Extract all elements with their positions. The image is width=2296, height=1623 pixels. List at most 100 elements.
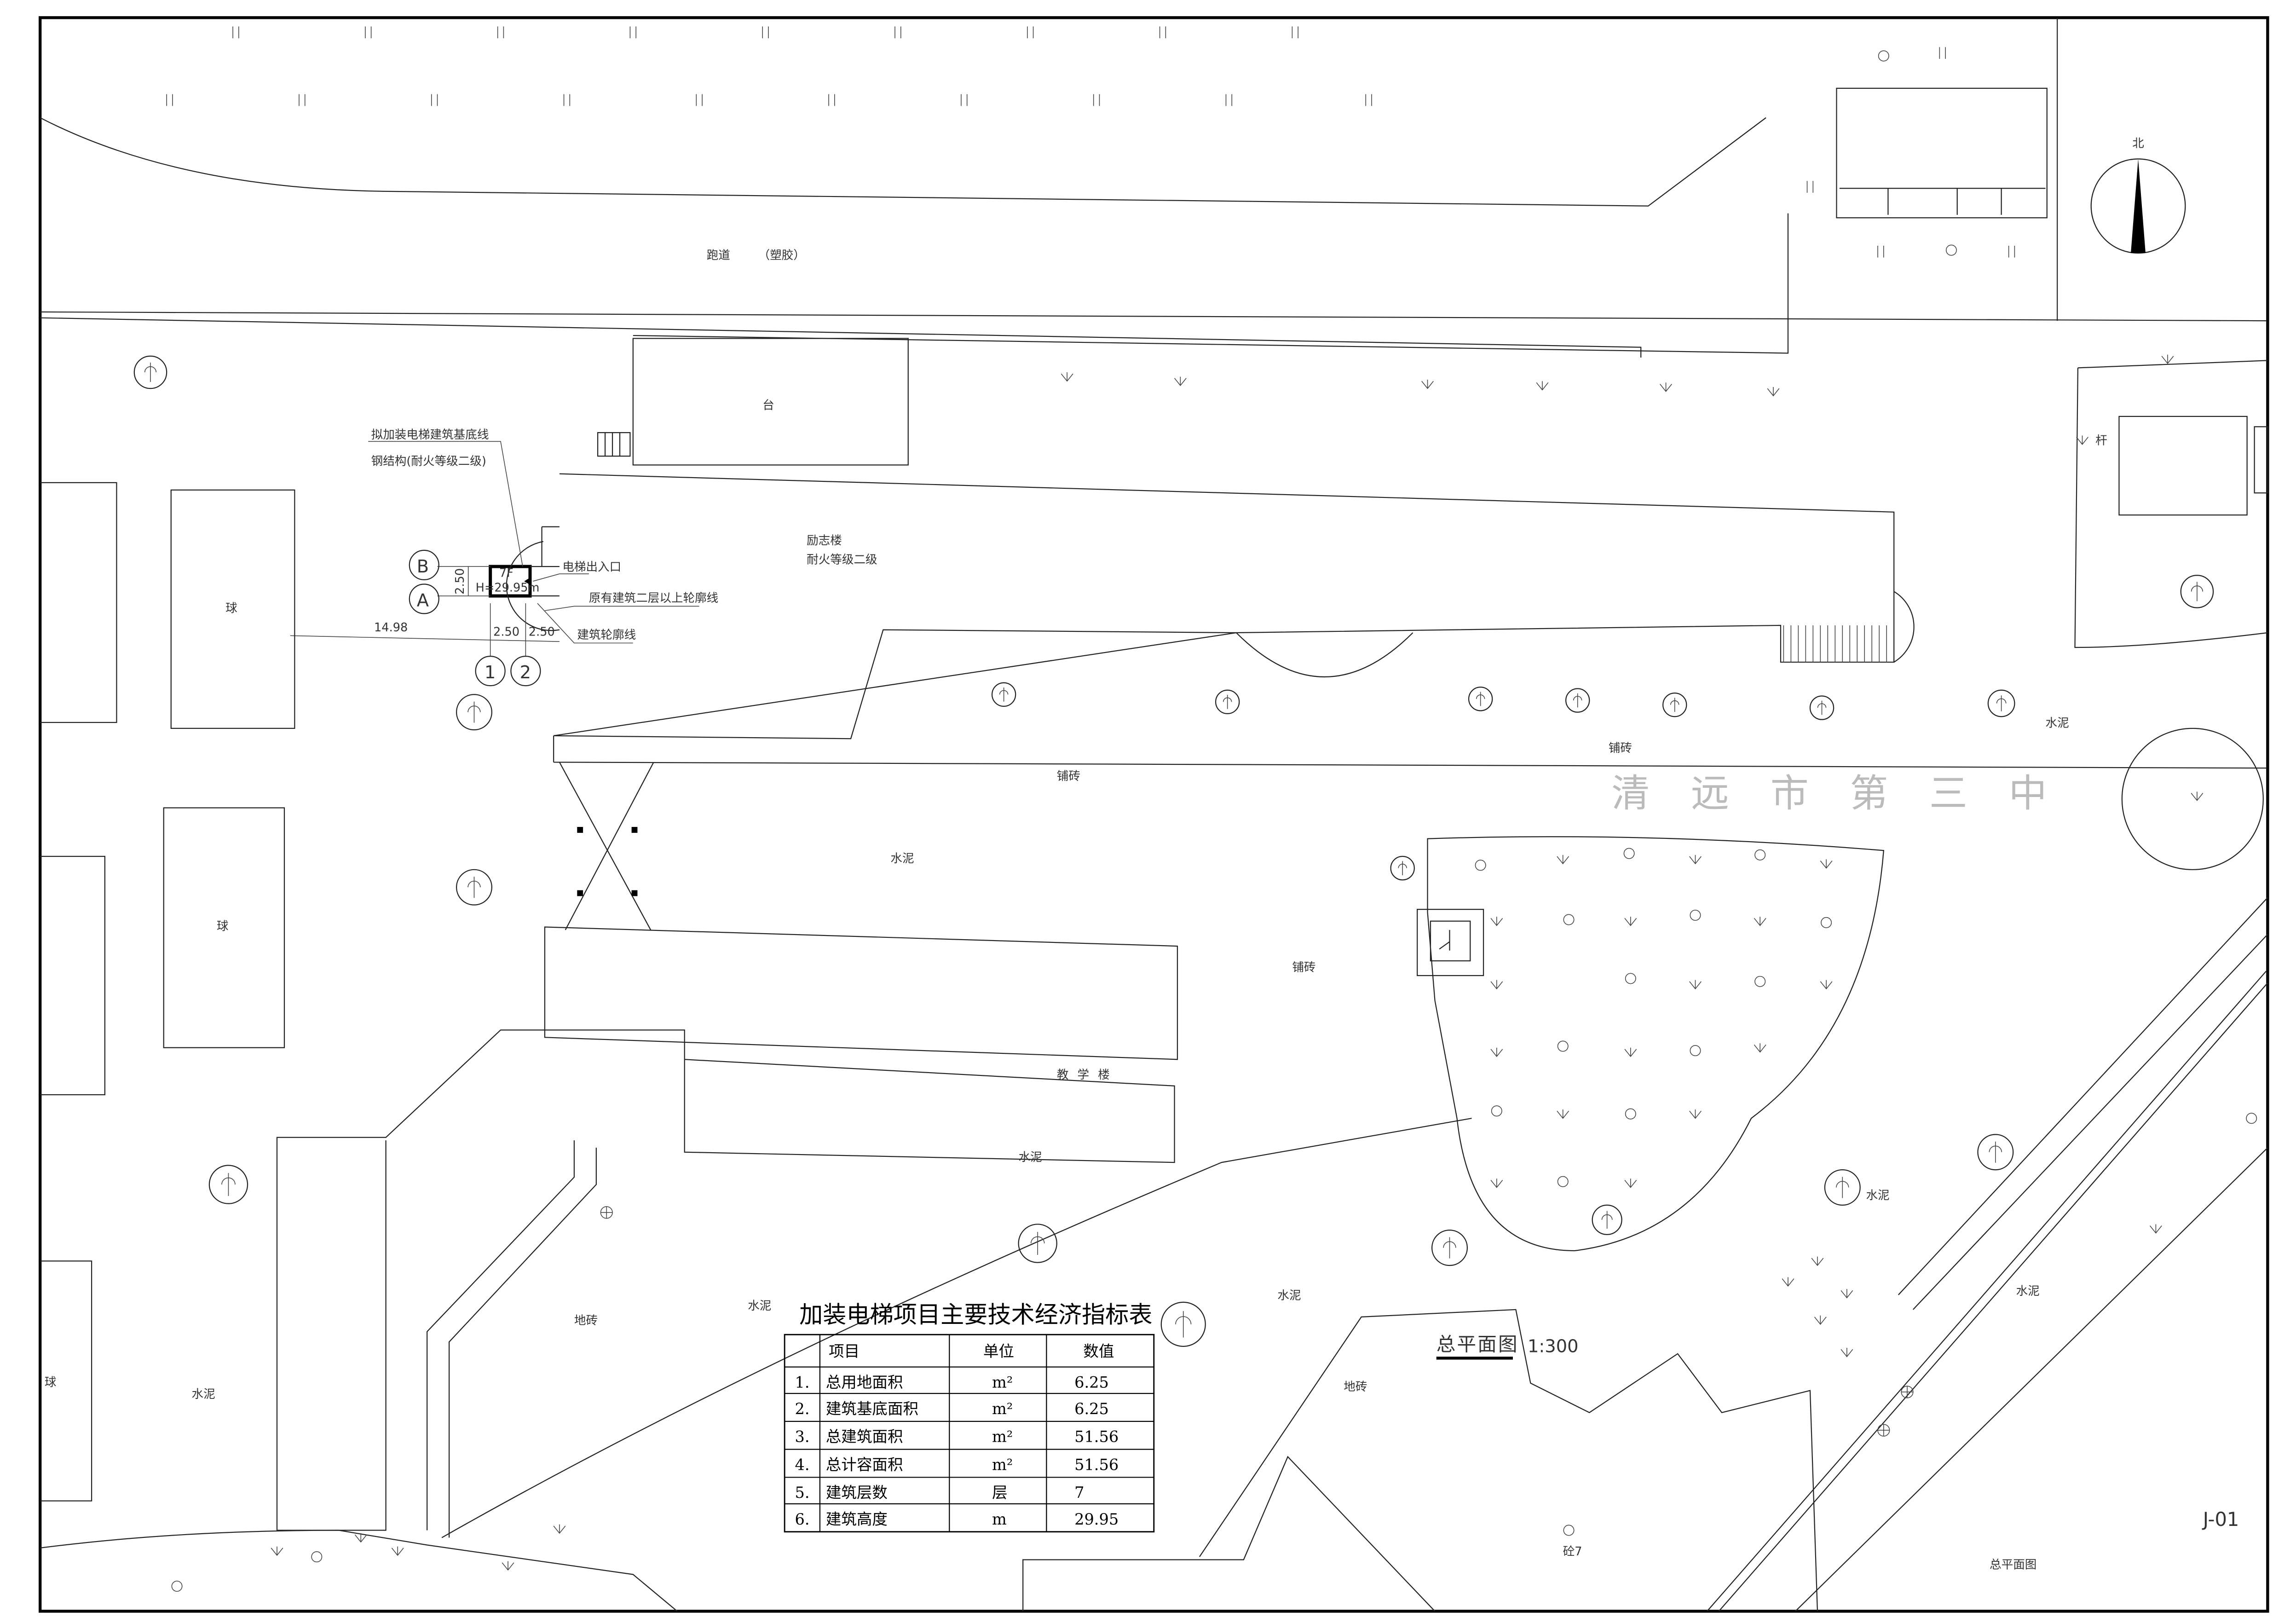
lane-mark bbox=[1027, 26, 1034, 39]
cement-label: 水泥 bbox=[890, 852, 914, 866]
tree-icon bbox=[1468, 687, 1493, 711]
marker-circle bbox=[1475, 860, 1486, 871]
round-planter bbox=[2121, 728, 2264, 870]
north-arrow: 北 bbox=[2090, 137, 2186, 254]
cement-label-6: 水泥 bbox=[1277, 1289, 1301, 1303]
sheet-border bbox=[38, 16, 2269, 1613]
court-label-3: 球 bbox=[45, 1375, 57, 1389]
main-building-outline bbox=[553, 473, 1895, 739]
table-cell-item: 建筑基底面积 bbox=[826, 1400, 918, 1418]
marker-circle bbox=[1945, 244, 1957, 256]
court-label: 球 bbox=[225, 601, 237, 615]
marker-circle bbox=[1625, 973, 1636, 984]
tree-icon bbox=[1592, 1204, 1622, 1235]
main-building-fire-rating: 耐火等级二级 bbox=[807, 553, 877, 567]
table-cell-value: 29.95 bbox=[1074, 1510, 1119, 1528]
paving-label: 铺砖 bbox=[1057, 769, 1080, 783]
shrub-icon bbox=[2191, 791, 2204, 801]
lane-mark bbox=[1365, 94, 1372, 106]
table-cell-unit: m² bbox=[992, 1456, 1013, 1473]
marker-circle bbox=[1557, 1040, 1569, 1052]
tree-symbol bbox=[1670, 698, 1679, 712]
lane-mark bbox=[629, 26, 637, 39]
shrub-icon bbox=[2161, 354, 2174, 364]
north-label: 北 bbox=[2132, 137, 2144, 150]
tree-symbol bbox=[221, 1173, 236, 1196]
table-header: 单位 bbox=[983, 1342, 1014, 1360]
shrub-icon bbox=[1689, 1109, 1702, 1119]
dim-h2: 2.50 bbox=[529, 625, 555, 639]
table-cell-item: 总计容面积 bbox=[826, 1456, 903, 1473]
shrub-icon bbox=[271, 1546, 283, 1556]
shrub-icon bbox=[1624, 1178, 1637, 1188]
axis-2[interactable]: 2 bbox=[520, 662, 531, 683]
tree-symbol bbox=[1836, 1177, 1849, 1198]
tree-icon bbox=[456, 869, 492, 906]
shrub-icon bbox=[1767, 387, 1780, 397]
hydrant-cross bbox=[1878, 1424, 1890, 1436]
tree-icon bbox=[1987, 689, 2015, 717]
lane-mark bbox=[828, 94, 835, 106]
lane-mark bbox=[1806, 181, 1814, 193]
lane-mark bbox=[497, 26, 504, 39]
shrub-icon bbox=[354, 1533, 367, 1543]
tree-symbol bbox=[1398, 861, 1407, 875]
shrub-icon bbox=[1820, 980, 1833, 990]
table-cell-item: 总用地面积 bbox=[826, 1373, 903, 1391]
tree-icon bbox=[1977, 1134, 2014, 1171]
shrub-icon bbox=[502, 1561, 514, 1571]
paving-label-2: 铺砖 bbox=[1292, 960, 1315, 974]
tree-symbol bbox=[1030, 1232, 1045, 1255]
table-cell-item: 总建筑面积 bbox=[826, 1428, 903, 1446]
tree-symbol bbox=[1989, 1141, 2002, 1163]
lane-mark bbox=[762, 26, 769, 39]
shrub-icon bbox=[1490, 1178, 1503, 1188]
marker-circle bbox=[2246, 1113, 2257, 1124]
hydrant-cross bbox=[1901, 1386, 1913, 1398]
tree-icon bbox=[1390, 855, 1415, 881]
table-cell-value: 6.25 bbox=[1074, 1400, 1109, 1418]
cement-label-8: 水泥 bbox=[748, 1299, 771, 1313]
platform-label: 台 bbox=[762, 399, 774, 412]
tree-symbol bbox=[999, 687, 1009, 702]
shrub-icon bbox=[553, 1524, 566, 1534]
dim-vertical: 2.50 bbox=[453, 568, 467, 595]
axis-1[interactable]: 1 bbox=[485, 662, 496, 683]
axis-b[interactable]: B bbox=[417, 556, 429, 577]
lane-mark bbox=[431, 94, 438, 106]
running-track bbox=[40, 17, 2267, 358]
shrub-icon bbox=[1061, 372, 1073, 382]
shrub-icon bbox=[1840, 1289, 1853, 1299]
hydrant-cross bbox=[600, 1207, 613, 1219]
tree-icon bbox=[991, 682, 1016, 707]
table-cell-no: 5. bbox=[795, 1484, 810, 1502]
pole-label: 杆 bbox=[2095, 434, 2107, 448]
lane-mark bbox=[166, 94, 173, 106]
table-header: 项目 bbox=[829, 1342, 860, 1360]
tree-symbol bbox=[1175, 1311, 1192, 1338]
table-border bbox=[784, 1334, 1155, 1533]
marker-circle bbox=[1754, 849, 1766, 861]
elevator-entrance-label: 电梯出入口 bbox=[562, 560, 621, 574]
floor-tile-label-2: 地砖 bbox=[1344, 1380, 1367, 1394]
tree-symbol bbox=[1443, 1237, 1456, 1259]
axis-a[interactable]: A bbox=[417, 590, 429, 611]
tree-icon bbox=[1215, 689, 1240, 714]
upper-outline-label: 原有建筑二层以上轮廓线 bbox=[589, 591, 718, 605]
shrub-icon bbox=[1820, 859, 1833, 869]
table-cell-unit: m² bbox=[992, 1428, 1013, 1446]
marker-circle bbox=[1821, 917, 1832, 928]
lane-mark bbox=[894, 26, 901, 39]
table-header: 数值 bbox=[1083, 1342, 1114, 1360]
outline-label: 建筑轮廓线 bbox=[577, 628, 636, 642]
marker-circle bbox=[1754, 976, 1766, 987]
elevator-addition: 7F H=29.95m 拟加装电梯建筑基底线 钢结构(耐火等级二级) 电梯出入口… bbox=[290, 428, 718, 687]
tree-symbol bbox=[467, 701, 481, 723]
table-cell-unit: 层 bbox=[992, 1484, 1008, 1502]
track-lane-marks bbox=[166, 26, 2015, 258]
tree-symbol bbox=[1817, 700, 1827, 715]
shrub-icon bbox=[1840, 1348, 1853, 1357]
table-cell-no: 4. bbox=[795, 1456, 810, 1473]
shrub-icon bbox=[1689, 855, 1702, 865]
